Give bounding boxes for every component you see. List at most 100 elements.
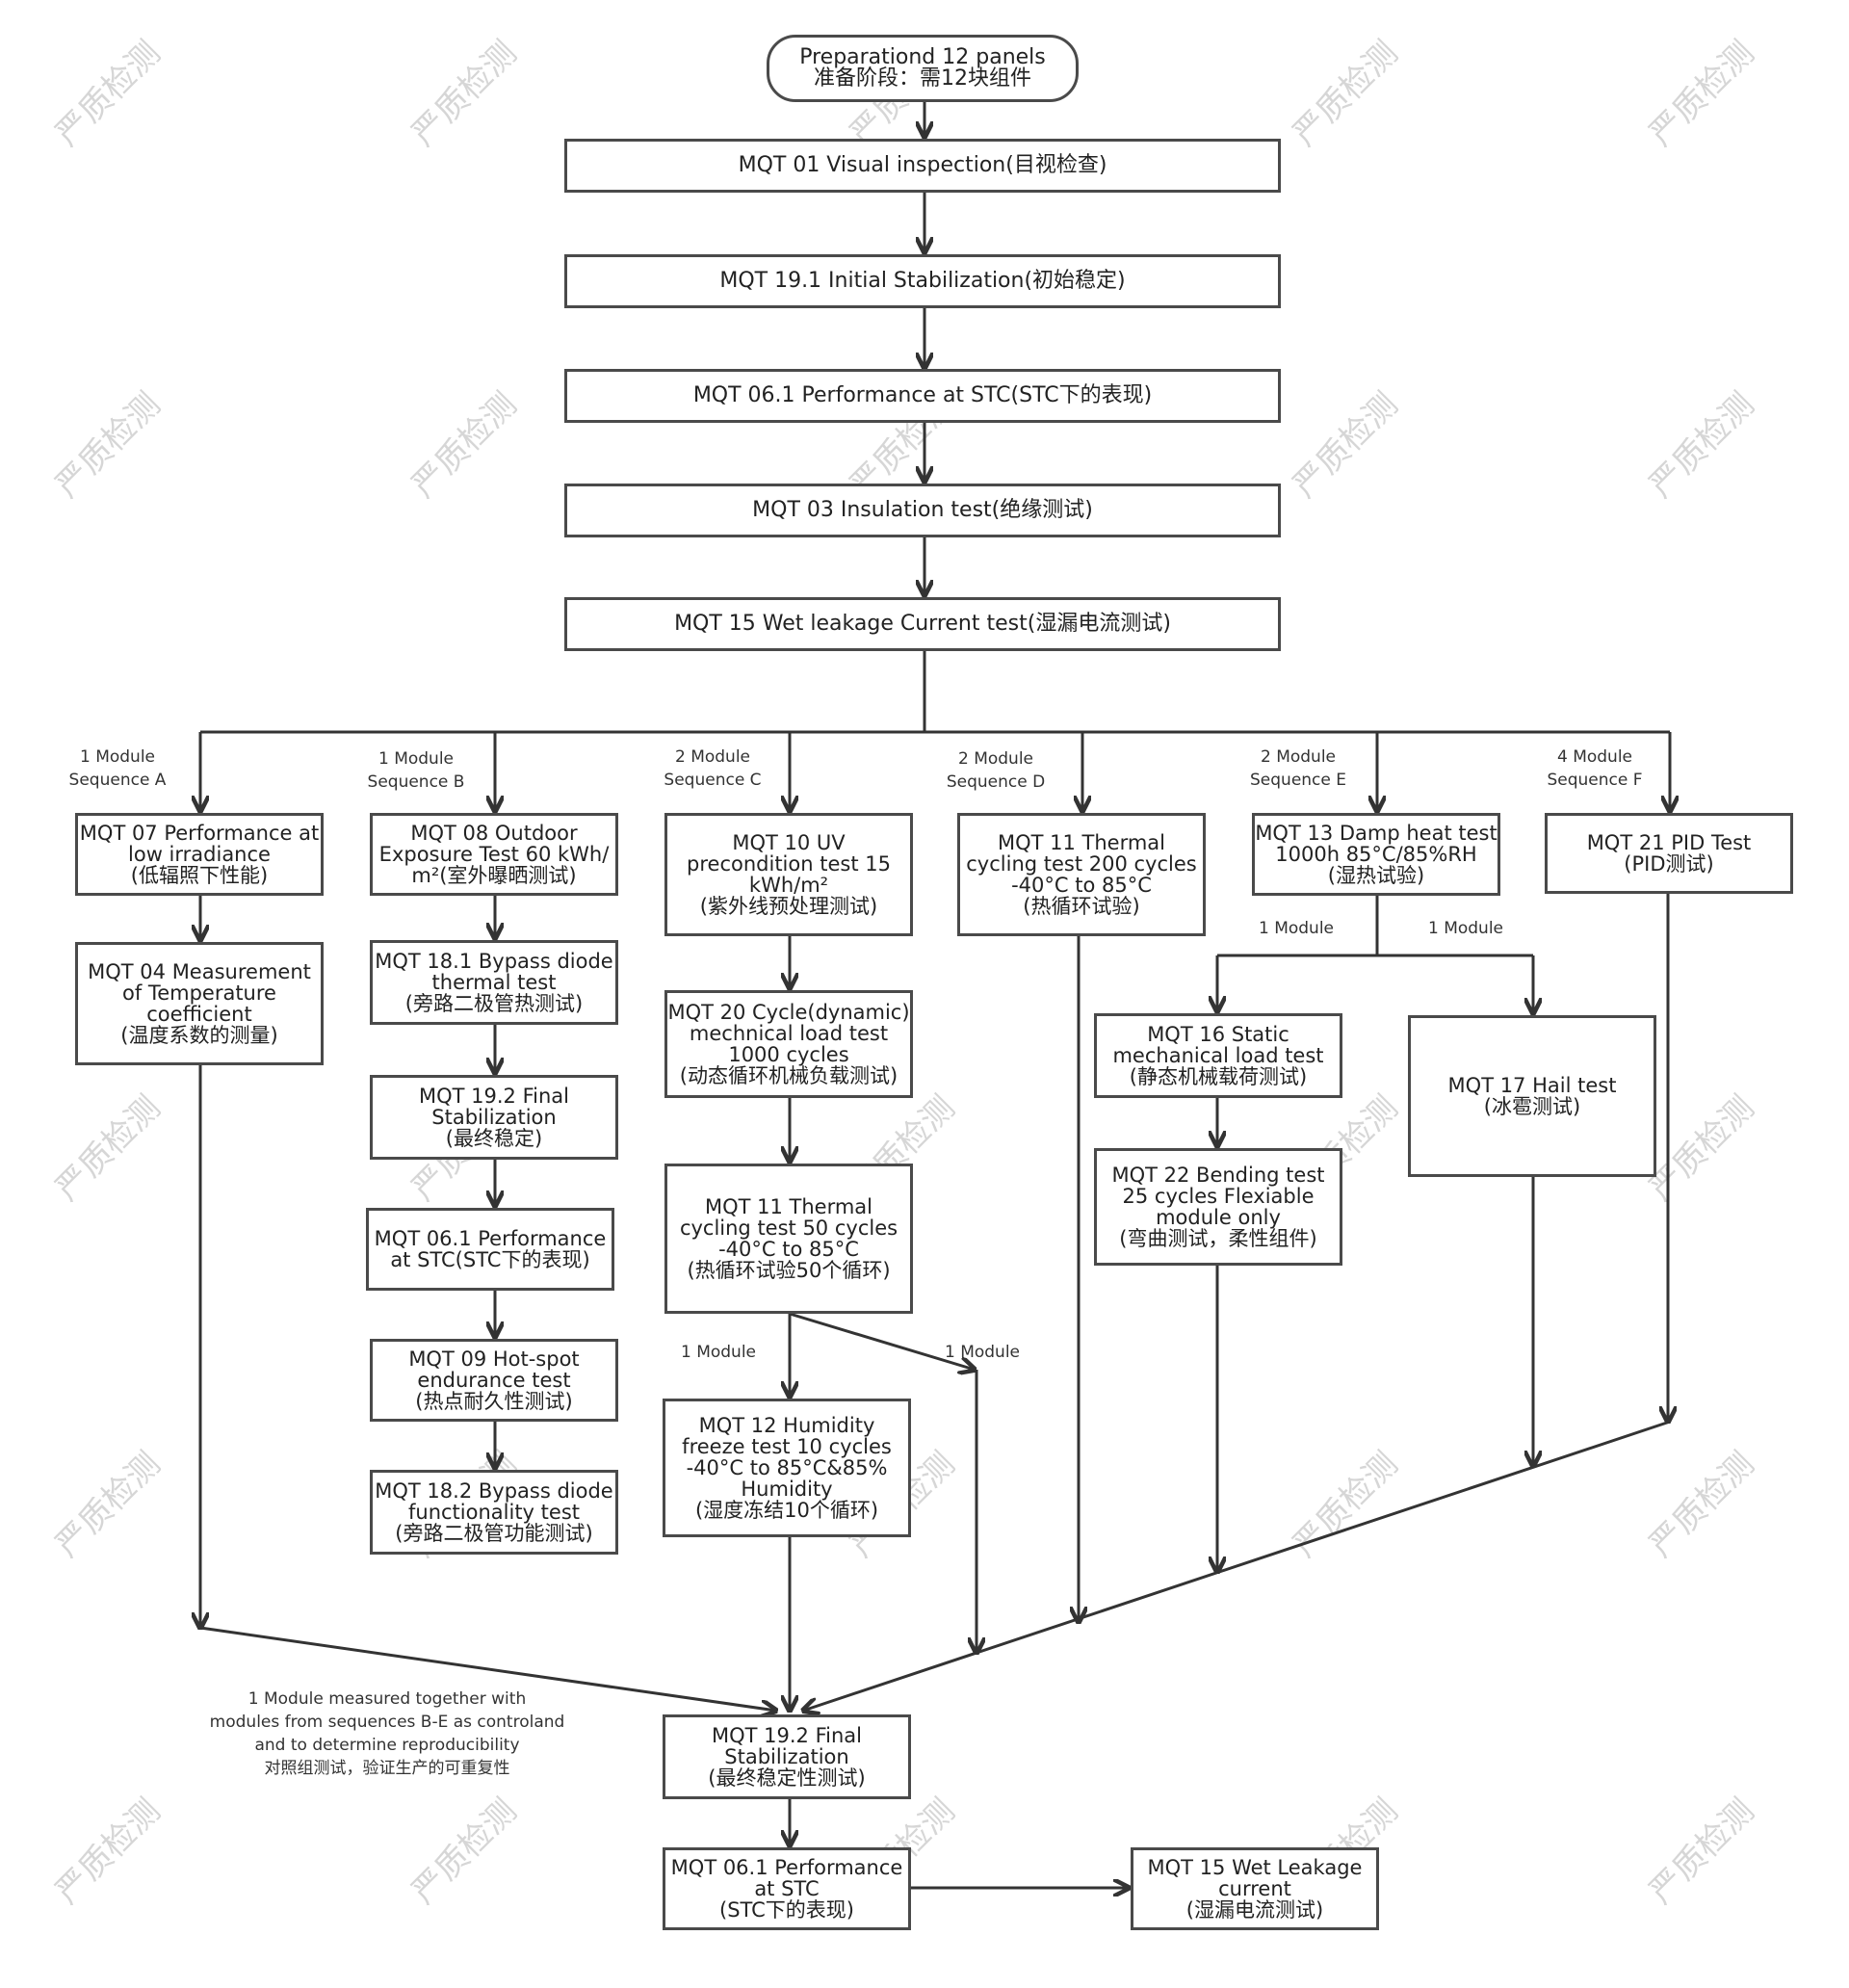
text-line: (紫外线预处理测试) [699, 895, 878, 918]
text-line: of Temperature [122, 981, 276, 1005]
label-c-left: 1 Module [680, 1341, 757, 1364]
text-line: low irradiance [128, 843, 271, 866]
text-line: coefficient [146, 1003, 252, 1026]
text-line: 1 Module [680, 1343, 757, 1362]
text-line: MQT 12 Humidity [698, 1414, 875, 1437]
arrow-merge-left [199, 1626, 776, 1711]
text-line: (弯曲测试，柔性组件) [1119, 1227, 1317, 1250]
text-line: (STC下的表现) [719, 1898, 854, 1922]
text-line: module only [1156, 1206, 1281, 1229]
text-line: MQT 19.2 Final [419, 1085, 569, 1108]
text-line: (静态机械载荷测试) [1129, 1065, 1308, 1088]
text-line: MQT 06.1 Performance at STC(STC下的表现) [692, 383, 1153, 407]
text-line: functionality test [408, 1501, 580, 1524]
text-line: MQT 16 Static [1147, 1023, 1289, 1046]
text-line: 25 cycles Flexiable [1122, 1185, 1315, 1208]
text-line: Sequence B [367, 772, 465, 792]
text-line: -40°C to 85°C&85% [686, 1456, 888, 1479]
text-line: MQT 07 Performance at [79, 822, 320, 845]
text-line: 1000 cycles [728, 1043, 849, 1066]
text-line: (最终稳定性测试) [708, 1766, 866, 1790]
text-line: (冰雹测试) [1483, 1095, 1581, 1118]
text-line: 1 Module [378, 749, 455, 769]
text-line: Humidity [741, 1478, 833, 1501]
text-line: mechanical load test [1112, 1044, 1324, 1067]
text-line: MQT 21 PID Test [1586, 831, 1752, 854]
text-line: -40°C to 85°C [718, 1238, 859, 1261]
text-line: Stabilization [724, 1745, 849, 1768]
text-line: (低辐照下性能) [130, 864, 269, 887]
seq-f-step1: MQT 21 PID Test(PID测试) [1545, 813, 1793, 894]
text-line: Sequence C [664, 771, 762, 790]
text-line: (PID测试) [1624, 852, 1714, 876]
text-line: MQT 01 Visual inspection(目视检查) [738, 153, 1107, 177]
text-line: MQT 19.2 Final [712, 1724, 862, 1747]
text-line: (热点耐久性测试) [415, 1390, 573, 1413]
text-line: 2 Module [674, 747, 751, 767]
text-line: MQT 15 Wet Leakage [1147, 1856, 1363, 1879]
text-line: thermal test [431, 971, 557, 994]
text-line: Sequence F [1547, 771, 1643, 790]
text-line: 1 Module [944, 1343, 1021, 1362]
text-line: (湿热试验) [1327, 864, 1425, 887]
text-line: MQT 10 UV [732, 831, 846, 854]
text-line: MQT 09 Hot-spot [408, 1347, 580, 1371]
text-line: MQT 22 Bending test [1111, 1164, 1325, 1187]
text-line: MQT 18.1 Bypass diode [375, 950, 613, 973]
text-line: at STC(STC下的表现) [390, 1248, 590, 1271]
text-line: 1000h 85°C/85%RH [1275, 843, 1477, 866]
text-line: Sequence D [946, 772, 1046, 792]
text-line: 1 Module [1258, 919, 1335, 938]
text-line: Sequence A [68, 771, 167, 790]
text-line: (温度系数的测量) [120, 1024, 278, 1047]
text-line: (热循环试验) [1023, 895, 1140, 918]
text-line: MQT 20 Cycle(dynamic) [667, 1001, 910, 1024]
label-e-left: 1 Module [1258, 917, 1335, 940]
text-line: MQT 08 Outdoor [410, 822, 578, 845]
text-line: (旁路二极管功能测试) [395, 1522, 593, 1545]
text-line: cycling test 50 cycles [679, 1216, 898, 1240]
text-line: MQT 15 Wet leakage Current test(湿漏电流测试) [674, 612, 1171, 636]
text-line: 准备阶段：需12块组件 [814, 66, 1031, 91]
text-line: MQT 18.2 Bypass diode [375, 1479, 613, 1503]
text-line: (热循环试验50个循环) [687, 1259, 891, 1282]
text-line: 2 Module [957, 749, 1034, 769]
text-line: Stabilization [431, 1106, 557, 1129]
seq-e-step4: MQT 17 Hail test(冰雹测试) [1408, 1015, 1656, 1177]
mqt01-node: MQT 01 Visual inspection(目视检查) [564, 139, 1281, 193]
text-line: MQT 11 Thermal [704, 1195, 873, 1218]
text-line: -40°C to 85°C [1011, 874, 1152, 897]
text-line: endurance test [417, 1369, 571, 1392]
mqt15-node: MQT 15 Wet leakage Current test(湿漏电流测试) [564, 597, 1281, 651]
text-line: 1 Module [79, 747, 156, 767]
mqt191-node: MQT 19.1 Initial Stabilization(初始稳定) [564, 254, 1281, 308]
text-line: at STC [754, 1877, 820, 1900]
mqt03-node: MQT 03 Insulation test(绝缘测试) [564, 484, 1281, 537]
text-line: Preparationd 12 panels [799, 45, 1046, 69]
text-line: mechnical load test [689, 1022, 889, 1045]
text-line: kWh/m² [748, 874, 829, 897]
